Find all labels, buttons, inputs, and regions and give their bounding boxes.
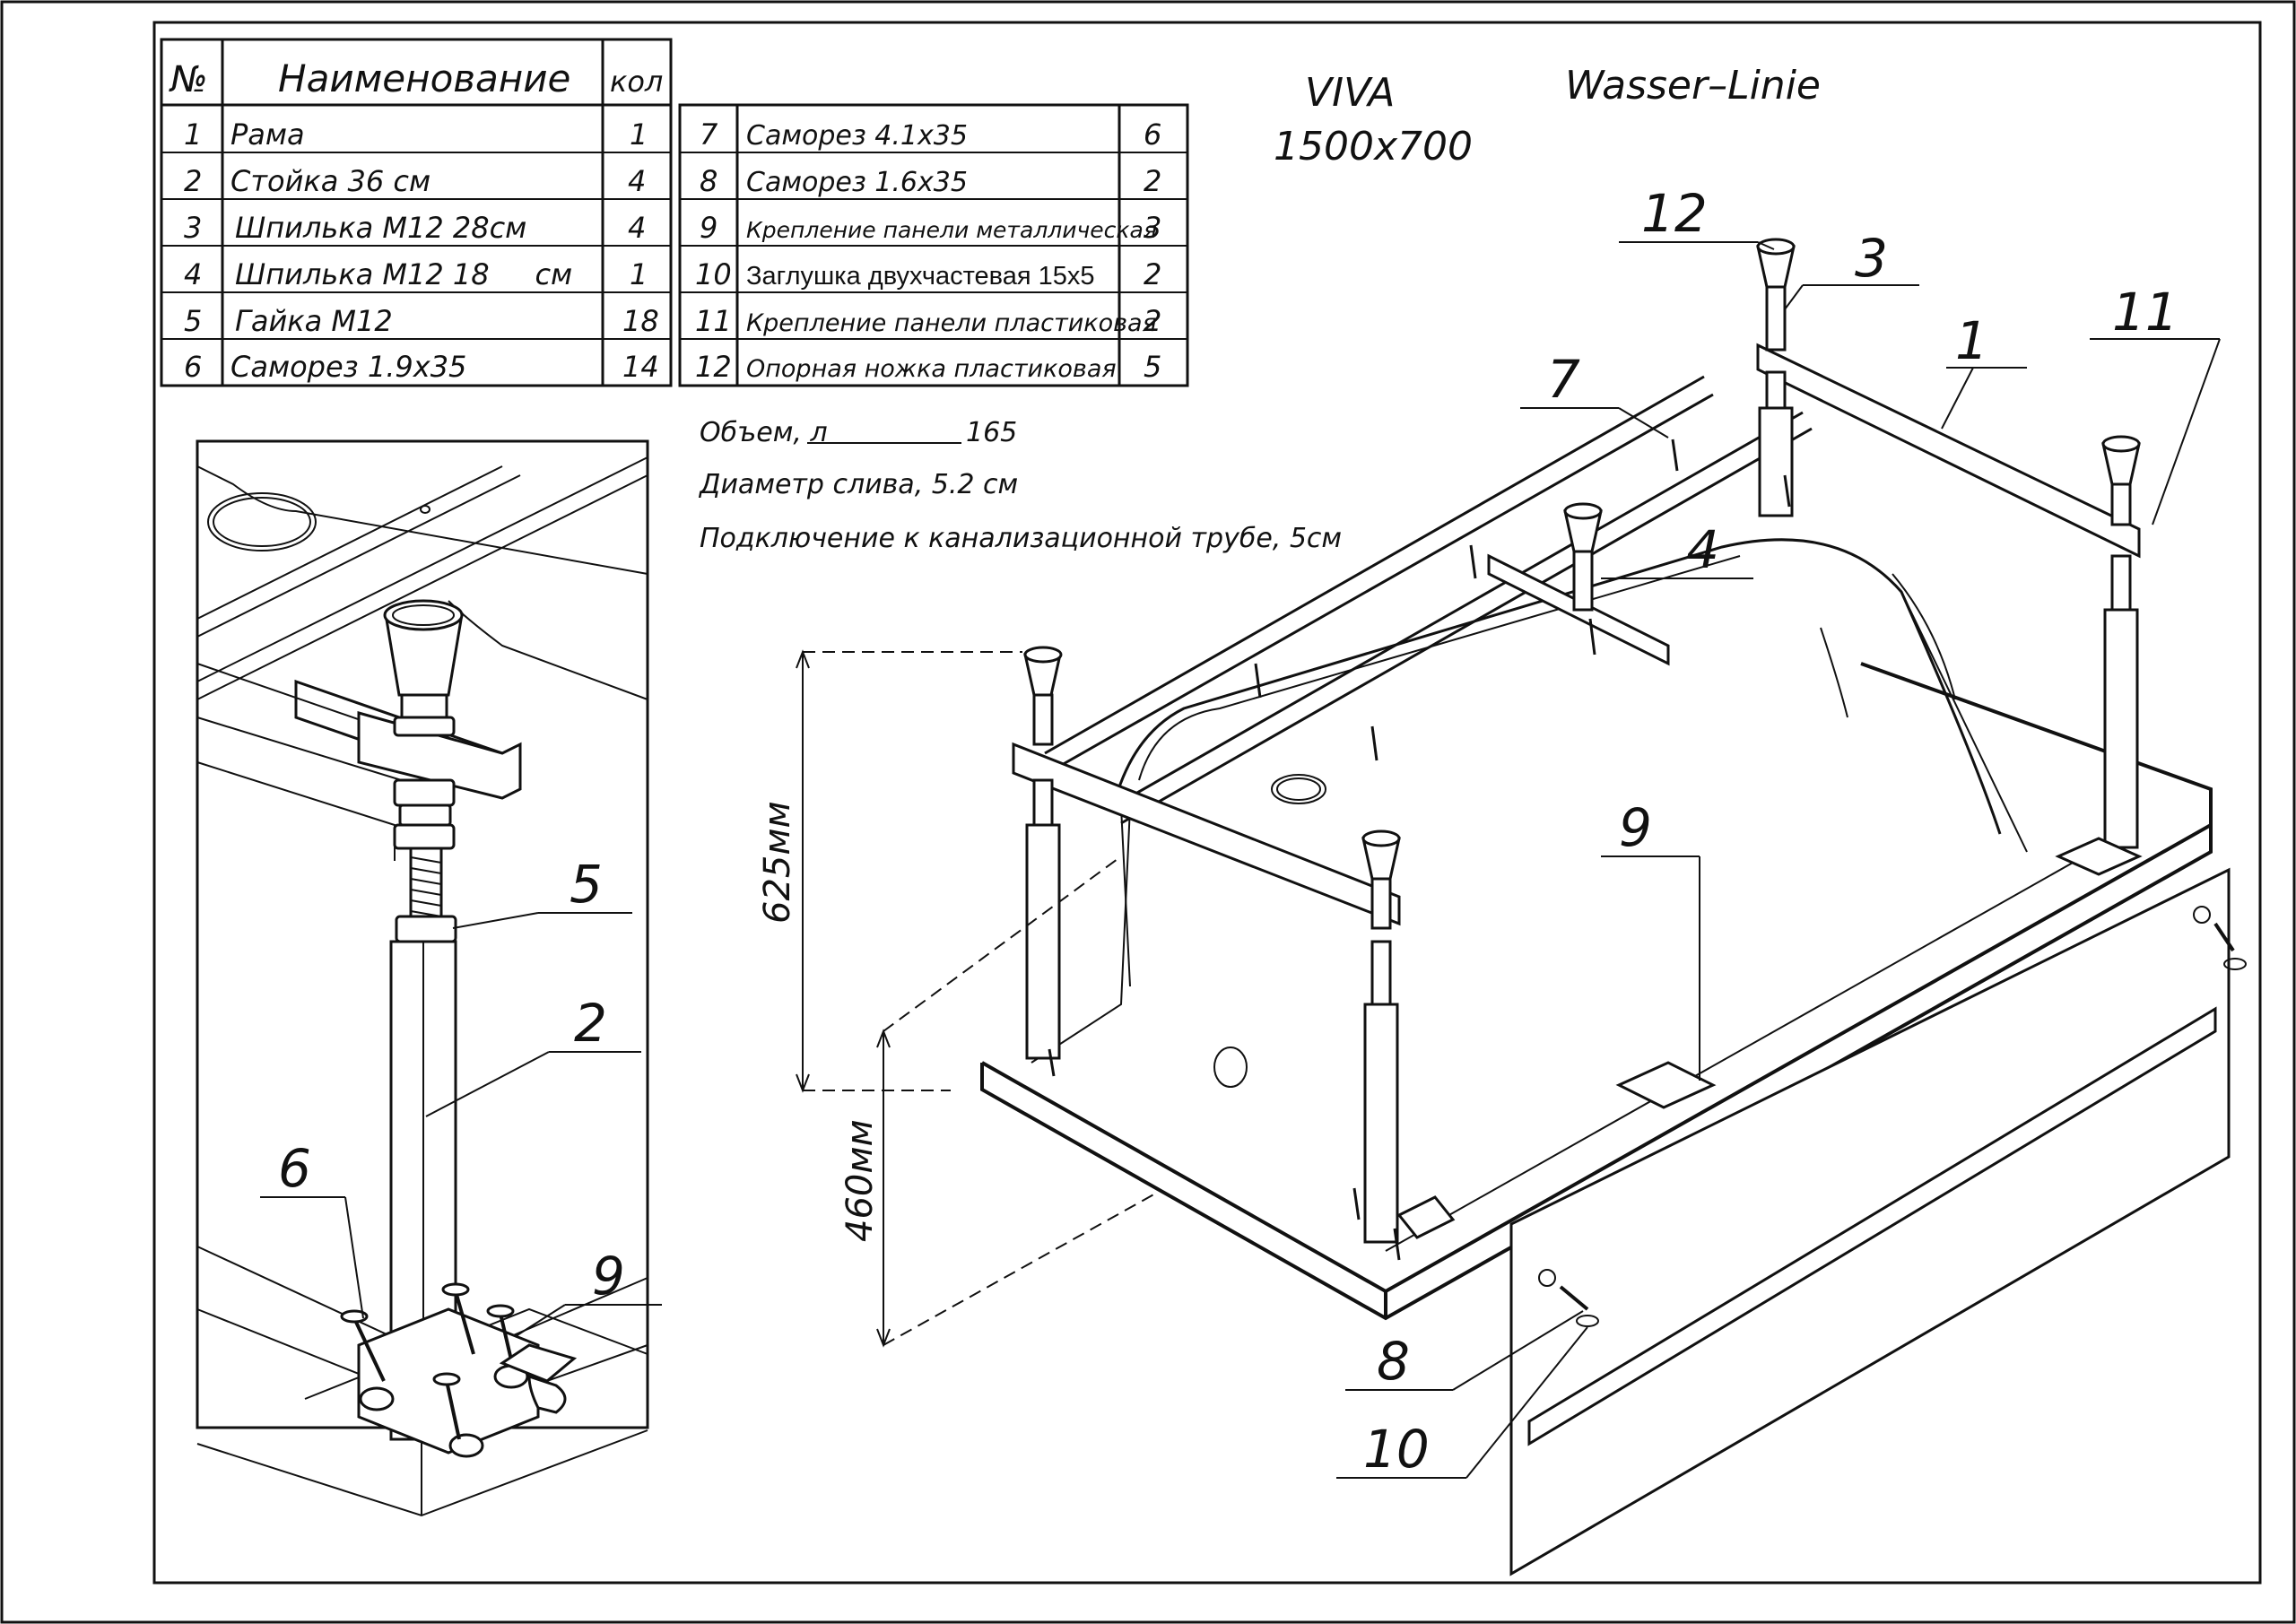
height-total-label: 625мм [757,801,798,924]
row-no: 9 [700,211,718,245]
height-bath-label: 460мм [839,1119,881,1242]
bathtub-assembly: 625мм 460мм [757,238,2247,1576]
row-no: 12 [695,350,732,384]
row-qty: 5 [1144,350,1161,384]
detail-view [196,439,649,1517]
row-qty: 14 [622,350,659,384]
row-name: Рама [230,117,305,152]
callout-6: 6 [278,1138,311,1199]
callout-2: 2 [574,993,607,1054]
front-panel [1509,867,2247,1576]
row-name: Гайка М12 [235,304,393,338]
parts-table: № Наименование кол 1 Рама 1 2 Стойка 36 … [160,38,1189,387]
leg-rear-right [2101,435,2141,849]
leg-middle [1563,502,1603,612]
row-no: 4 [184,257,202,291]
row-qty: 4 [628,164,646,198]
row-qty: 2 [1144,304,1161,338]
drawing-frame [152,21,2262,1585]
table-right-rows: 7 Саморез 4.1х35 6 8 Саморез 1.6х35 2 9 … [695,117,1161,384]
row-name: Саморез 4.1х35 [746,120,968,152]
table-header-qty: кол [610,65,663,99]
callout-11: 11 [2112,282,2179,343]
row-qty: 3 [1144,211,1161,245]
brand-name: Wasser–Linie [1565,63,1821,109]
dimension-lines: 625мм 460мм [757,649,1158,1348]
row-no: 10 [695,257,732,291]
leg-front-right [1361,829,1401,1244]
row-qty: 6 [1144,117,1161,152]
row-name: Крепление панели металлическая [746,217,1157,243]
row-qty: 4 [628,211,646,245]
callout-5: 5 [570,854,603,915]
row-no: 8 [700,164,718,198]
row-no: 5 [184,304,202,338]
screw-icon [340,1282,515,1440]
specs-block: Объем, л 165 Диаметр слива, 5.2 см Подкл… [698,417,1342,554]
model-size: 1500x700 [1274,124,1473,169]
row-qty: 2 [1144,164,1161,198]
callout-10: 10 [1363,1419,1430,1480]
row-name: Опорная ножка пластиковая [746,355,1117,383]
row-name: Саморез 1.6х35 [746,167,968,198]
table-header-name: Наименование [278,56,570,100]
model-name: VIVA [1305,70,1395,116]
sewer-connection: Подключение к канализационной трубе, 5см [700,523,1342,554]
drain-diameter: Диаметр слива, 5.2 см [698,469,1018,500]
callout-7: 7 [1547,349,1580,410]
row-name: Шпилька М12 28см [235,211,526,245]
row-no: 6 [184,350,202,384]
table-header-no: № [169,59,208,100]
callout-1: 1 [1955,310,1988,371]
row-no: 7 [700,117,718,152]
row-no: 11 [695,304,732,338]
callouts: 12 3 1 11 7 4 9 8 10 5 [260,183,2221,1480]
callout-4: 4 [1686,519,1719,580]
callout-9-detail: 9 [592,1246,625,1307]
row-no: 1 [184,117,202,152]
leg-rear-left [1756,238,1796,517]
callout-12: 12 [1641,183,1708,244]
leg-front-left [1023,646,1063,1060]
callout-8: 8 [1377,1331,1410,1392]
screw-icon [1048,439,1791,1261]
row-name: Стойка 36 см [230,164,430,198]
table-left-rows: 1 Рама 1 2 Стойка 36 см 4 3 Шпилька М12 … [184,117,659,384]
callout-9-main: 9 [1619,797,1652,858]
callout-3: 3 [1855,228,1888,289]
volume-value: 165 [966,417,1017,448]
row-qty: 18 [622,304,659,338]
row-no: 2 [184,164,202,198]
row-no: 3 [184,211,202,245]
volume-label: Объем, л [700,417,828,448]
row-name: Шпилька М12 18 см [235,257,572,291]
row-name: Заглушка двухчастевая 15х5 [746,262,1095,291]
row-name: Крепление панели пластиковая [746,309,1157,337]
row-qty: 1 [630,117,648,152]
row-name: Саморез 1.9х35 [230,350,466,384]
row-qty: 1 [630,257,648,291]
row-qty: 2 [1144,257,1161,291]
